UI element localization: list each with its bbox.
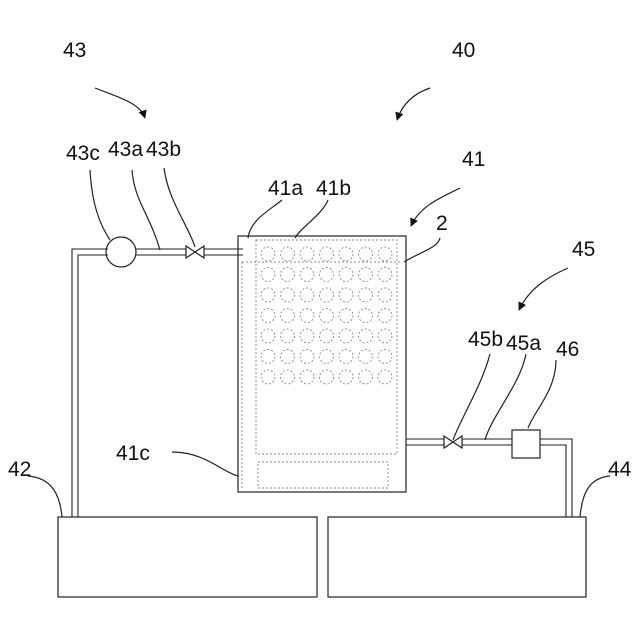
substrate-circle	[300, 268, 314, 282]
substrate-circle	[339, 329, 353, 343]
substrate-circle	[339, 247, 353, 261]
substrate-circle	[320, 350, 334, 364]
substrate-circle	[378, 329, 392, 343]
substrate-circle	[359, 350, 373, 364]
substrate-circle	[378, 350, 392, 364]
label-41c: 41c	[116, 442, 150, 465]
label-42: 42	[8, 458, 31, 481]
outlet-pipe-45	[406, 439, 572, 517]
substrate-circle	[300, 370, 314, 384]
substrate-circle	[339, 309, 353, 323]
substrate-circle	[281, 268, 295, 282]
left-return-pipe	[72, 249, 108, 517]
substrate-circle	[281, 309, 295, 323]
substrate-circle	[320, 288, 334, 302]
label-45b: 45b	[468, 328, 503, 351]
label-43c: 43c	[66, 142, 100, 165]
substrate-circle	[281, 247, 295, 261]
substrate-circle	[300, 288, 314, 302]
label-45: 45	[572, 238, 595, 261]
substrate-circle	[359, 268, 373, 282]
label-46: 46	[556, 338, 579, 361]
substrate-circle	[261, 288, 275, 302]
substrate-circle	[359, 288, 373, 302]
label-44: 44	[608, 458, 632, 481]
supply-pipe-43	[136, 249, 243, 255]
label-41: 41	[462, 148, 485, 171]
filter-46	[512, 430, 540, 458]
substrate-circle	[339, 268, 353, 282]
tank-42	[58, 517, 317, 597]
substrate-circle	[261, 268, 275, 282]
label-2: 2	[436, 212, 448, 235]
substrate-circle	[378, 268, 392, 282]
substrate-grid	[261, 247, 392, 384]
substrate-circle	[320, 268, 334, 282]
substrate-circle	[300, 350, 314, 364]
substrate-circle	[339, 370, 353, 384]
substrate-circle	[339, 288, 353, 302]
substrate-circle	[300, 309, 314, 323]
substrate-circle	[281, 329, 295, 343]
substrate-circle	[359, 329, 373, 343]
substrate-circle	[378, 370, 392, 384]
substrate-circle	[261, 350, 275, 364]
label-41b: 41b	[316, 177, 351, 200]
label-45a: 45a	[506, 332, 541, 355]
substrate-circle	[320, 247, 334, 261]
label-43b: 43b	[146, 138, 181, 161]
substrate-circle	[378, 309, 392, 323]
substrate-circle	[300, 329, 314, 343]
label-43: 43	[63, 39, 86, 62]
inner-basket-2	[256, 240, 397, 454]
label-41a: 41a	[268, 177, 303, 200]
label-40: 40	[452, 39, 475, 62]
valve-45b	[444, 436, 462, 448]
substrate-circle	[261, 247, 275, 261]
valve-43b	[186, 246, 204, 258]
substrate-circle	[320, 370, 334, 384]
substrate-circle	[281, 288, 295, 302]
bottom-compartment	[258, 462, 388, 488]
tank-44	[328, 517, 586, 597]
substrate-circle	[359, 247, 373, 261]
substrate-circle	[359, 370, 373, 384]
substrate-circle	[261, 370, 275, 384]
substrate-circle	[261, 309, 275, 323]
substrate-circle	[339, 350, 353, 364]
substrate-circle	[320, 309, 334, 323]
pump-43c	[106, 237, 136, 267]
substrate-circle	[320, 329, 334, 343]
substrate-circle	[281, 370, 295, 384]
substrate-circle	[300, 247, 314, 261]
label-43a: 43a	[108, 138, 143, 161]
substrate-circle	[378, 247, 392, 261]
substrate-circle	[281, 350, 295, 364]
substrate-circle	[378, 288, 392, 302]
substrate-circle	[261, 329, 275, 343]
substrate-circle	[359, 309, 373, 323]
